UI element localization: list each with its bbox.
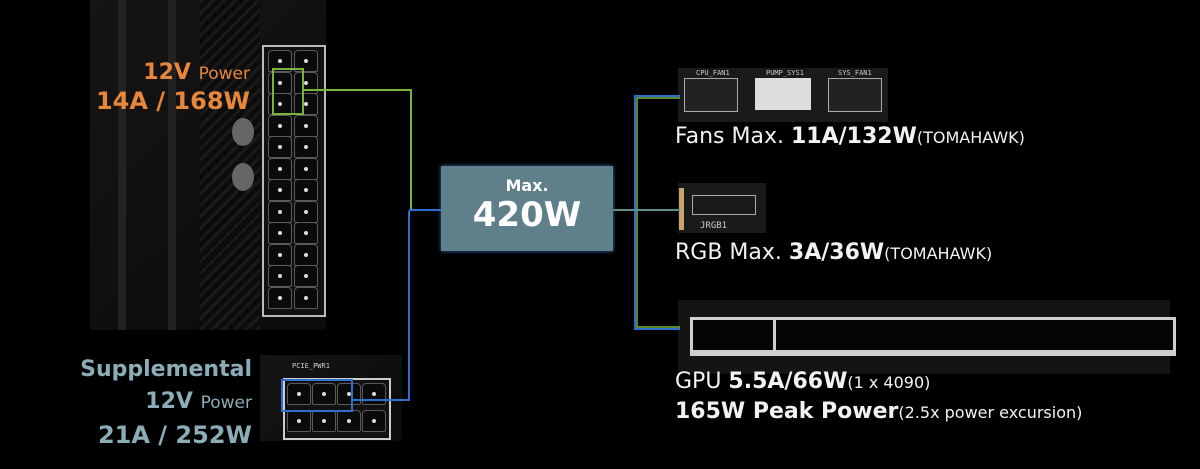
fan-header-label: CPU_FAN1 bbox=[696, 69, 730, 77]
pcie-unit: Power bbox=[200, 393, 252, 413]
gpu-value: 5.5A/66W bbox=[728, 369, 848, 394]
gpu-peak-text: 165W Peak Power(2.5x power excursion) bbox=[675, 399, 1082, 424]
connector-pin bbox=[287, 383, 311, 405]
gold-edge bbox=[679, 188, 684, 230]
pcie-volt: 12V bbox=[145, 389, 193, 414]
gpu-text: GPU 5.5A/66W(1 x 4090) bbox=[675, 369, 930, 394]
atx-highlight bbox=[272, 68, 304, 115]
fans-text: Fans Max. 11A/132W(TOMAHAWK) bbox=[675, 124, 1025, 149]
gpu-peak: 165W Peak Power bbox=[675, 399, 899, 424]
atx-label: 12V Power 14A / 168W bbox=[96, 60, 250, 115]
pcie-slot-photo bbox=[678, 300, 1176, 374]
fan-header-label: PUMP_SYS1 bbox=[766, 69, 804, 77]
connector-pin bbox=[294, 286, 318, 309]
rgb-text: RGB Max. 3A/36W(TOMAHAWK) bbox=[675, 240, 992, 265]
pump-header bbox=[755, 78, 811, 110]
rgb-header-label: JRGB1 bbox=[700, 221, 728, 231]
rgb-note: (TOMAHAWK) bbox=[884, 244, 993, 263]
fans-value: 11A/132W bbox=[791, 124, 917, 149]
heatsink bbox=[200, 0, 260, 330]
dimm-slot bbox=[168, 0, 176, 330]
total-power-box: Max. 420W bbox=[441, 166, 613, 251]
pcie-label: Supplemental 12V Power 21A / 252W bbox=[80, 354, 252, 451]
pcie-slot bbox=[690, 317, 1176, 356]
atx-rating: 14A / 168W bbox=[95, 87, 250, 115]
rgb-header-photo: JRGB1 bbox=[678, 183, 766, 233]
pcie-line bbox=[352, 211, 410, 401]
rgb-value: 3A/36W bbox=[788, 240, 885, 265]
hub-label: Max. bbox=[505, 176, 549, 195]
fan-header bbox=[684, 78, 738, 112]
rgb-prefix: RGB Max. bbox=[675, 240, 782, 265]
gpu-note: (1 x 4090) bbox=[847, 373, 931, 392]
connector-pin bbox=[362, 410, 386, 432]
trunk-blue bbox=[634, 95, 680, 330]
pcie-connector-label: PCIE_PWR1 bbox=[292, 362, 330, 370]
atx-unit: Power bbox=[198, 64, 250, 84]
capacitor bbox=[232, 163, 254, 191]
slot-key bbox=[773, 320, 776, 350]
pcie-rating: 21A / 252W bbox=[97, 421, 252, 449]
trunk-green bbox=[636, 97, 680, 328]
rgb-header bbox=[692, 195, 756, 215]
connector-pin bbox=[268, 286, 292, 309]
atx-volt: 12V bbox=[143, 60, 191, 85]
hub-value: 420W bbox=[472, 195, 582, 235]
capacitor bbox=[232, 118, 254, 146]
fans-note: (TOMAHAWK) bbox=[916, 128, 1025, 147]
pcie-title: Supplemental bbox=[80, 357, 252, 382]
fan-headers-photo: CPU_FAN1 PUMP_SYS1 SYS_FAN1 bbox=[678, 68, 888, 122]
dimm-slot bbox=[118, 0, 126, 330]
pcie-highlight bbox=[281, 379, 353, 412]
gpu-prefix: GPU bbox=[675, 369, 722, 394]
fan-header-label: SYS_FAN1 bbox=[838, 69, 872, 77]
pcie-8pin-connector bbox=[283, 378, 391, 440]
atx-line bbox=[303, 89, 412, 211]
fans-prefix: Fans Max. bbox=[675, 124, 784, 149]
connector-pin bbox=[268, 157, 292, 180]
connector-pin bbox=[312, 383, 336, 405]
connector-pin bbox=[294, 243, 318, 266]
fan-header bbox=[828, 78, 882, 112]
gpu-peak-note: (2.5x power excursion) bbox=[898, 403, 1083, 422]
